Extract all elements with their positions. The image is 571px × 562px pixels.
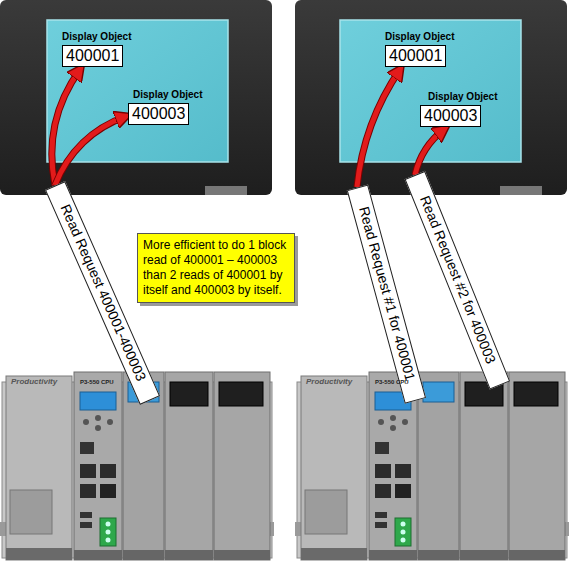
read-arrow <box>415 129 445 175</box>
display-object: Display Object 400001 <box>385 31 454 67</box>
display-object-heading: Display Object <box>62 31 131 43</box>
display-object: Display Object 400003 <box>420 91 497 127</box>
register-value: 400001 <box>62 45 123 67</box>
plc-rack <box>295 372 569 560</box>
arrow-outline <box>55 116 126 185</box>
read-arrow <box>357 69 400 187</box>
arrow-line <box>357 69 400 187</box>
module-label: P3-550 CPU <box>80 379 114 385</box>
display-object-heading: Display Object <box>385 31 454 43</box>
module-label: Productivity <box>11 377 57 386</box>
arrow-outline <box>357 69 400 187</box>
hmi-bezel <box>295 0 567 195</box>
request-banner: Read Request #2 for 400003 <box>405 171 510 389</box>
hmi-screen <box>47 20 228 162</box>
read-arrow <box>55 116 126 185</box>
note-box: More efficient to do 1 block read of 400… <box>137 233 295 303</box>
request-text: Read Request #2 for 400003 <box>407 172 509 387</box>
display-object: Display Object 400003 <box>128 89 202 125</box>
note-text: More efficient to do 1 block read of 400… <box>143 238 289 298</box>
display-object-heading: Display Object <box>420 91 497 103</box>
arrow-line <box>415 129 445 175</box>
hmi-panel <box>0 0 272 195</box>
arrow-line <box>55 116 126 185</box>
hmi-connector <box>205 186 247 195</box>
module-label: Productivity <box>306 377 352 386</box>
hmi-connector <box>500 186 542 195</box>
register-value: 400003 <box>420 105 481 127</box>
arrow-outline <box>415 129 445 175</box>
register-value: 400001 <box>385 45 446 67</box>
hmi-panel <box>295 0 567 195</box>
hmi-bezel <box>0 0 272 195</box>
display-object: Display Object 400001 <box>62 31 131 67</box>
module-label: P3-550 CPU <box>375 379 409 385</box>
register-value: 400003 <box>128 103 189 125</box>
request-banner: Read Request #1 for 400001 <box>346 184 425 403</box>
request-text: Read Request #1 for 400001 <box>349 185 425 401</box>
display-object-heading: Display Object <box>128 89 202 101</box>
